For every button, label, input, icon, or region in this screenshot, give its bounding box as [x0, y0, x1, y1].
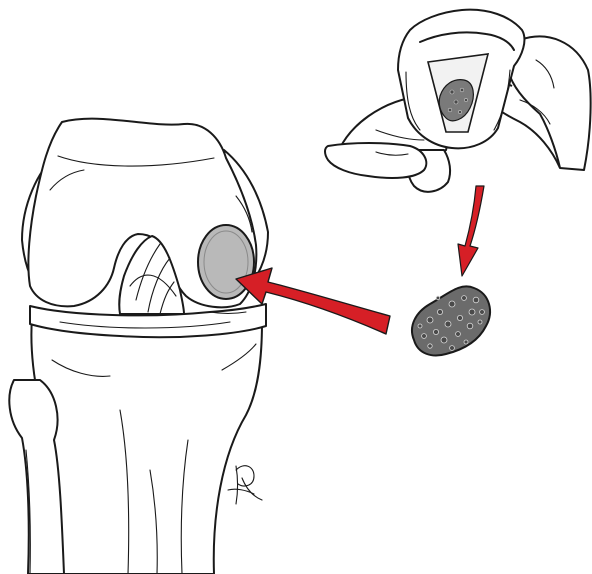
artist-signature-icon	[228, 466, 262, 504]
graft-cartridge	[398, 10, 524, 149]
graft-scaffold	[412, 286, 490, 355]
thumb	[325, 143, 426, 178]
harvest-arrow	[458, 186, 484, 276]
tibia	[31, 318, 262, 574]
fibula	[9, 380, 64, 574]
